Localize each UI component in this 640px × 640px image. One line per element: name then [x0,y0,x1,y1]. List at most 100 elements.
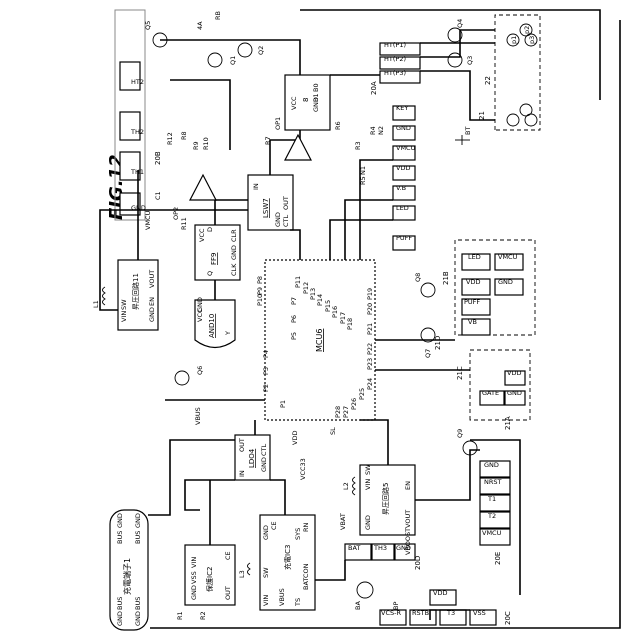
transistor-q3: Q3 [448,53,474,67]
svg-text:Q4: Q4 [456,19,464,28]
transistor-q8: Q8 [414,273,435,297]
mcu-pin: P6 [290,315,298,323]
lsw7-name: LSW7 [262,198,270,218]
label-r3: R3 [354,141,362,150]
protect-ic2-pin: GND [190,585,198,600]
svg-text:21: 21 [478,111,486,120]
mcu-pin: P14 [316,294,324,306]
svg-text:VMCU: VMCU [396,144,416,152]
svg-text:GND: GND [484,461,499,469]
label-vdd: VDD [291,431,299,445]
svg-text:p2: p2 [523,26,531,34]
protect-ic2-pin: OUT [224,586,232,600]
label-vboost: VBOOST [404,528,412,555]
charge-ic3-pin: TS [294,598,302,607]
ldo4-pin: CTL [260,443,268,456]
svg-text:T2: T2 [487,512,496,520]
svg-text:LED: LED [468,253,481,261]
mcu-pin: P8 [256,276,264,284]
mcu-pin: P22 [366,343,374,355]
conn-23: PUFF LED V.B VDD VMCU GND KEY [393,104,416,250]
conn-20a: HT(P1) HT(P2) HT(P3) 20A [370,41,420,95]
ff9-pin: CLR [230,229,238,242]
transistor-q9: Q9 [456,429,477,455]
label-r9: R9 [192,141,200,150]
svg-text:TH3: TH3 [373,544,387,552]
charge-ic3-pin: VIN [262,595,270,606]
svg-text:Q1: Q1 [229,56,237,65]
protect-ic2-pin: VIN [190,557,198,568]
svg-text:20C: 20C [504,611,512,625]
transistor-q1: Q1 [208,53,237,67]
transistor-q7: Q7 [421,328,435,358]
opamp-op2 [190,175,216,200]
svg-text:LED: LED [396,204,409,212]
mcu-pin: P18 [346,318,354,330]
inductor-l1 [103,287,106,305]
svg-text:VB: VB [468,318,477,326]
mcu-pin: P5 [290,332,298,340]
svg-text:22: 22 [484,76,492,85]
mcu-pin: P25 [358,388,366,400]
label-vbat: VBAT [339,513,347,530]
svg-text:GND: GND [396,124,411,132]
ldo4-pin: IN [238,470,246,477]
inductor-l2 [353,477,356,495]
lsw7-pin: CTL [282,214,290,227]
inductor-l2-label: L2 [342,482,350,490]
ic8-pin: GND [312,97,320,112]
boost11-name: 昇圧回路11 [131,273,140,310]
boost11-pin: GND [148,307,156,322]
charge-port-pin: BUS [116,531,124,544]
transistor-q2: Q2 [238,43,265,57]
lsw7-pin: OUT [282,196,290,210]
svg-text:Q3: Q3 [466,56,474,65]
svg-text:BAT: BAT [348,544,360,552]
svg-text:PUFF: PUFF [464,298,480,306]
charge-port-pin: BUS [134,531,142,544]
boost11-pin: VIN [120,311,128,322]
charge-ic3-pin: CON [302,563,310,578]
ic8-pin: B0 [312,83,320,92]
label-sl: SL [329,427,337,435]
mcu-pin: P11 [294,276,302,288]
heater-coils: p1 p2 p3 22 21 [478,24,537,126]
mcu-pin: P23 [366,358,374,370]
opamp-op1-label: OP1 [274,117,282,130]
mcu-pin: P1 [279,400,287,408]
mcu-pin: P19 [366,288,374,300]
svg-text:Q8: Q8 [414,273,422,282]
ldo4-pin: GND [260,457,268,472]
label-r7: R7 [264,136,272,145]
and10-name: AND10 [208,314,216,338]
charge-ic3-name: 充電IC3 [283,545,292,570]
label-n1: N1 [359,166,367,175]
label-21b: 21B [442,271,450,285]
charge-port-pin: GND [134,513,142,528]
mcu-pin: P20 [366,303,374,315]
charge-port-name: 充電端子1 [122,558,132,595]
label-r1: R1 [176,611,184,620]
label-21d: 21D [434,336,442,350]
svg-text:VDD: VDD [433,589,447,597]
button-bt: BT [455,127,472,145]
svg-text:PUFF: PUFF [396,234,412,242]
ff9-name: FF9 [210,252,218,265]
label-r4: R4 [369,126,377,135]
label-r8: R8 [180,131,188,140]
boost5-pin: VIN [364,479,372,490]
svg-text:VSS: VSS [473,609,486,617]
ldo4-pin: OUT [238,438,246,452]
charge-ic3-pin: BAT [302,578,310,590]
boost5-pin: EN [404,481,412,490]
svg-text:20D: 20D [414,556,422,570]
svg-text:Q5: Q5 [144,21,152,30]
charge-port-pin: BUS [134,597,142,610]
boost5-pin: GND [364,515,372,530]
svg-text:BT: BT [464,127,472,135]
battery-bp: BP BA [354,582,400,610]
label-vmcu: VMCU [144,210,152,230]
heater-coil-frame [495,15,540,130]
label-rb: RB [214,11,222,20]
